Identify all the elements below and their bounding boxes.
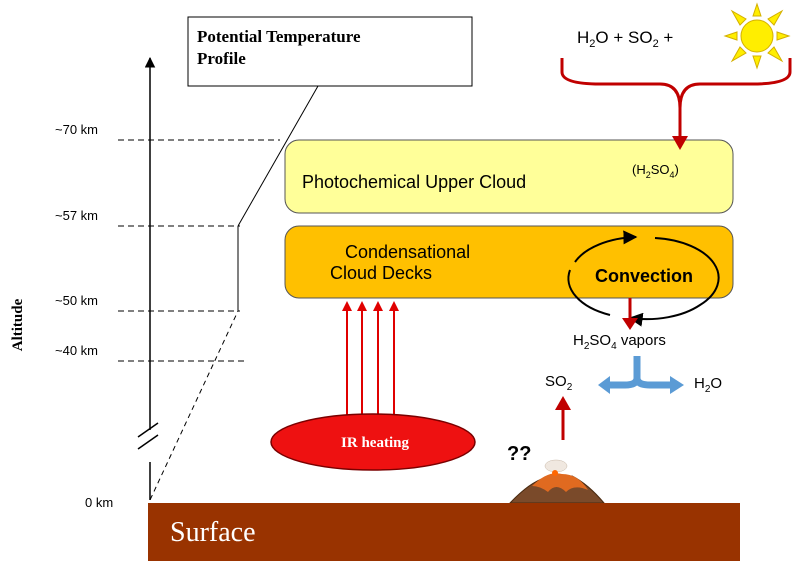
lower-cloud-line1: Condensational (345, 242, 470, 262)
profile-label-line1: Potential Temperature (197, 27, 361, 46)
tick-label-40km: ~40 km (55, 343, 98, 358)
condensational-cloud-decks: Condensational Cloud Decks (284, 225, 734, 299)
split-arrow (598, 356, 684, 394)
input-species-label: H2O + SO2 + (577, 28, 673, 50)
axis-break-mark (137, 422, 159, 438)
h2so4-upper-label: (H2SO4) (632, 162, 679, 180)
surface-label: Surface (170, 517, 256, 548)
photochemical-upper-cloud: Photochemical Upper Cloud (H2SO4) (284, 139, 734, 214)
ir-heating-arrows (342, 301, 399, 422)
tick-label-70km: ~70 km (55, 122, 98, 137)
vapor-down-arrow (622, 298, 638, 330)
h2so4-vapors-label: H2SO4 vapors (573, 332, 666, 352)
tick-label-50km: ~50 km (55, 293, 98, 308)
upper-cloud-label: Photochemical Upper Cloud (302, 172, 526, 192)
input-arrow (560, 58, 792, 150)
convection-loop: Convection (567, 230, 720, 327)
h2o-product-label: H2O (694, 375, 722, 395)
ir-heating-label: IR heating (341, 435, 409, 451)
question-marks: ?? (507, 443, 531, 465)
altitude-axis (137, 56, 159, 500)
profile-label-line2: Profile (197, 49, 246, 68)
so2-product-label: SO2 (545, 373, 573, 393)
tick-label-0km: 0 km (85, 495, 113, 510)
tick-label-57km: ~57 km (55, 208, 98, 223)
surface-band: Surface (148, 503, 740, 561)
lower-cloud-line2: Cloud Decks (330, 263, 432, 283)
volcano-icon (508, 459, 606, 504)
convection-label: Convection (595, 266, 693, 286)
axis-label-altitude: Altitude (10, 298, 26, 351)
sun-icon (723, 2, 791, 70)
so2-up-arrow (555, 396, 571, 440)
ir-heating-ellipse: IR heating (270, 413, 476, 471)
temperature-profile-line (149, 226, 239, 501)
profile-label-box: Potential Temperature Profile (187, 16, 473, 87)
